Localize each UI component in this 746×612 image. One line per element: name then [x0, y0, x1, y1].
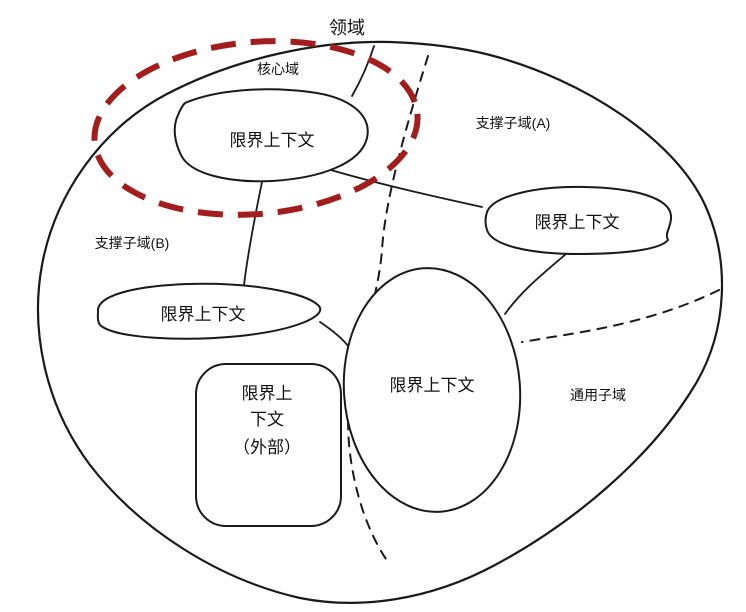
left-bounded-context-label: 限界上下文 — [161, 305, 246, 324]
center-bounded-context-label: 限界上下文 — [390, 376, 475, 395]
connector-core-to-right-context — [323, 167, 483, 208]
right-bounded-context-label: 限界上下文 — [535, 213, 620, 232]
center-bounded-context-shape — [342, 267, 522, 513]
connector-left-to-center-context — [319, 321, 350, 348]
external-bounded-context-label-line2: 下文 — [250, 410, 284, 429]
connector-right-to-center-context — [504, 253, 567, 315]
core-bounded-context-shape — [173, 88, 369, 183]
domain-outer-boundary — [36, 40, 724, 604]
external-bounded-context-shape — [195, 363, 342, 527]
generic-subdomain-label: 通用子域 — [570, 387, 626, 403]
right-bounded-context-shape — [484, 185, 673, 255]
connector-core-to-left-context — [243, 181, 263, 286]
subdomain-divider-right — [521, 289, 720, 343]
core-bounded-context-label: 限界上下文 — [230, 131, 315, 150]
left-bounded-context-shape — [96, 282, 322, 340]
domain-title-label: 领域 — [329, 18, 365, 38]
supporting-subdomain-a-label: 支撑子域(A) — [476, 115, 551, 131]
external-bounded-context-label-line3: （外部） — [233, 438, 301, 457]
external-bounded-context-label-line1: 限界上 — [242, 384, 293, 403]
core-domain-highlight-ellipse — [91, 38, 421, 218]
core-domain-label: 核心域 — [257, 61, 299, 77]
supporting-subdomain-b-label: 支撑子域(B) — [95, 235, 170, 251]
connector-top-boundary-to-core-context — [351, 45, 375, 97]
